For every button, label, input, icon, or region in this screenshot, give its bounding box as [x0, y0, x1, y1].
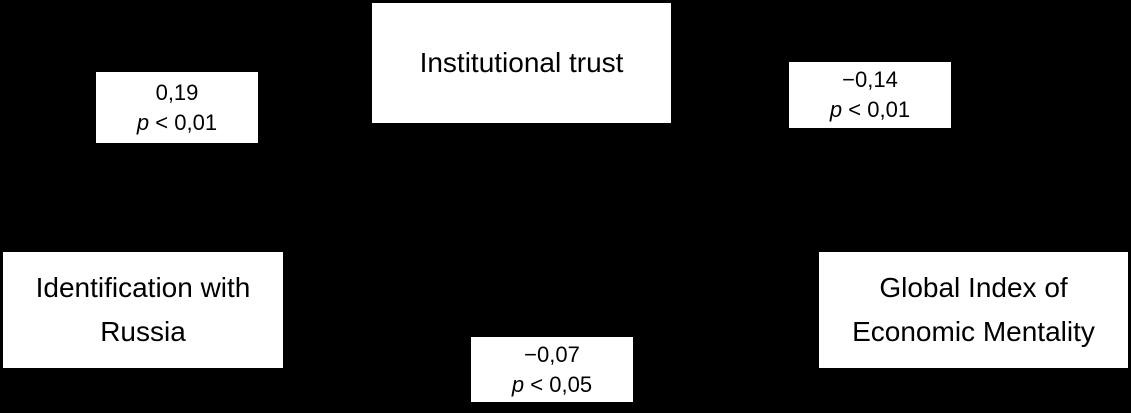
p-symbol: p — [511, 371, 525, 397]
node-label-line: Identification with — [35, 272, 251, 303]
coefficient-p-value: p < 0,01 — [830, 95, 910, 125]
coefficient-value: −0,07 — [524, 341, 580, 367]
node-label: Institutional trust — [419, 47, 624, 78]
p-comparison: < 0,05 — [524, 371, 593, 397]
coefficient-p-value: p < 0,05 — [512, 370, 592, 400]
coefficient-p-value: p < 0,01 — [137, 108, 217, 138]
p-symbol: p — [136, 109, 150, 135]
coefficient-value: −0,14 — [842, 67, 898, 92]
p-comparison: < 0,01 — [149, 109, 218, 135]
node-global-index-of-economic-mentality: Global Index of Economic Mentality — [819, 252, 1128, 368]
node-identification-with-russia: Identification with Russia — [3, 252, 283, 368]
node-label-line: Economic Mentality — [852, 316, 1095, 347]
coefficient-mediator-to-outcome: −0,14 p < 0,01 — [789, 62, 951, 128]
p-comparison: < 0,01 — [842, 97, 911, 122]
node-institutional-trust: Institutional trust — [372, 3, 671, 123]
coefficient-predictor-to-outcome: −0,07 p < 0,05 — [471, 337, 633, 402]
node-label-line: Russia — [100, 316, 186, 347]
p-symbol: p — [829, 97, 843, 122]
coefficient-value: 0,19 — [155, 79, 199, 105]
coefficient-predictor-to-mediator: 0,19 p < 0,01 — [96, 72, 258, 143]
node-label-line: Global Index of — [879, 272, 1068, 303]
